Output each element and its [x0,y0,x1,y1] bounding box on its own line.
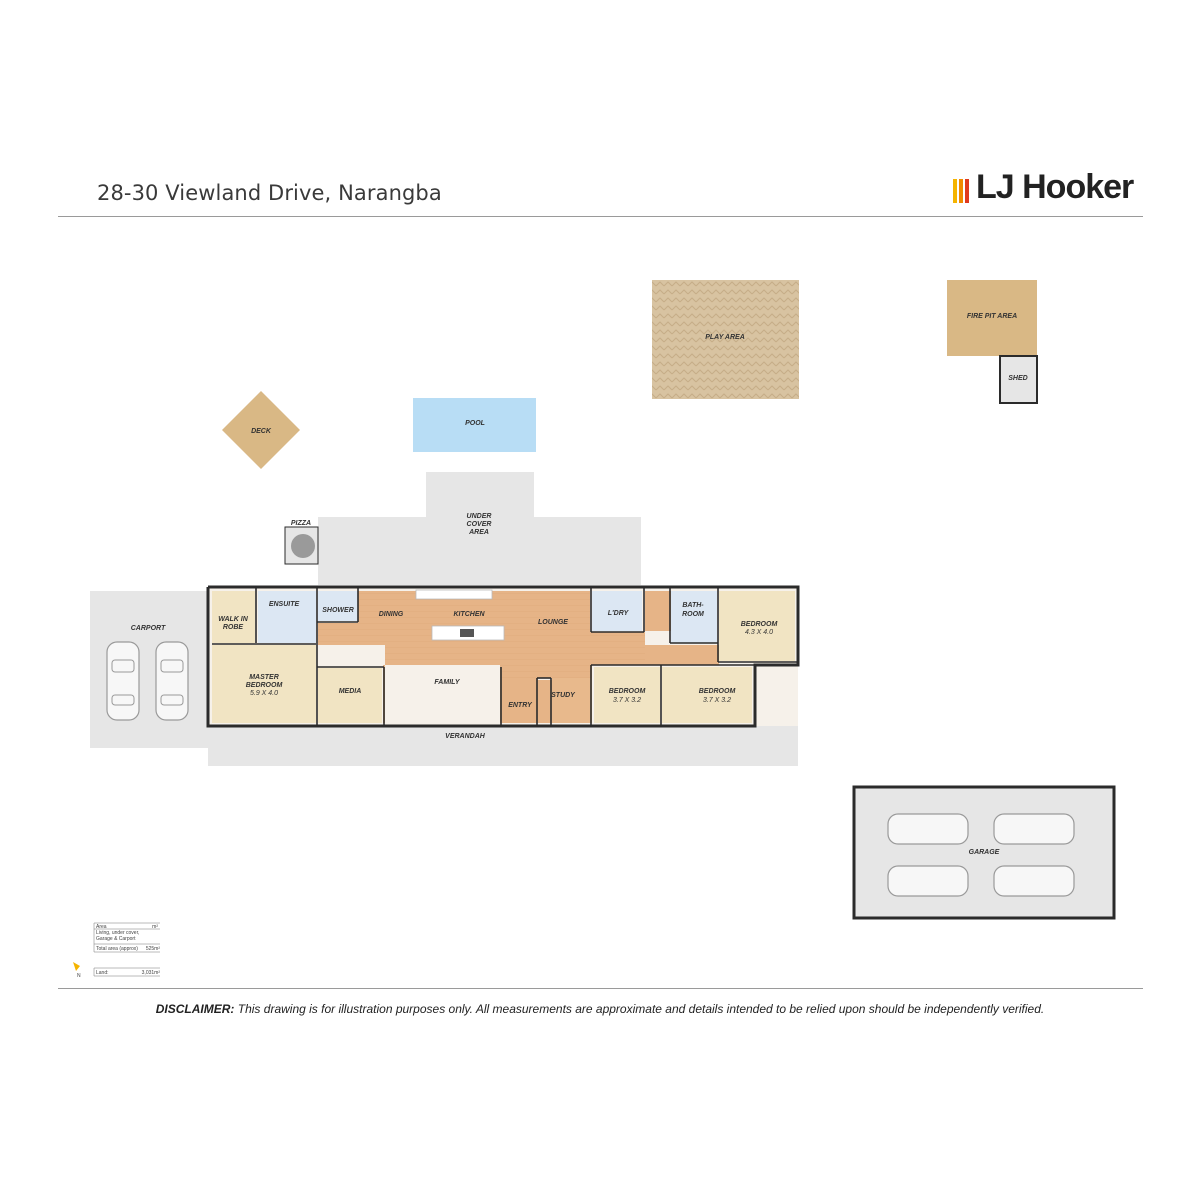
bedroom-4-size: 4.3 X 4.0 [745,629,773,636]
area-total-value: 525m² [146,946,161,952]
carport-label: CARPORT [131,625,166,632]
land-label: Land: [96,970,109,976]
verandah-label: VERANDAH [445,733,486,740]
master-bedroom-size: 5.9 X 4.0 [250,690,278,697]
hallway [645,591,671,631]
car-icon [106,641,140,721]
area-header-label: Area [96,924,107,930]
bathroom-label-2: ROOM [682,611,704,618]
deck [222,391,300,469]
car-icon [887,813,969,845]
disclaimer-label: DISCLAIMER: [155,1002,235,1016]
header-divider [58,216,1143,217]
master-bedroom-label-1: MASTER [249,674,279,681]
family-label: FAMILY [434,679,460,686]
disclaimer-text: This drawing is for illustration purpose… [237,1002,1045,1016]
lounge-label: LOUNGE [538,619,568,626]
shower [318,591,358,621]
bedroom-3 [662,667,752,723]
fire-pit-label: FIRE PIT AREA [967,313,1017,320]
entry [502,680,536,723]
bedroom-4-label: BEDROOM [741,621,778,628]
shed-label: SHED [1008,375,1027,382]
under-cover-label-3: AREA [468,529,489,536]
play-area [652,280,799,399]
bathroom [671,591,717,643]
media-label: MEDIA [339,688,362,695]
shower-label: SHOWER [322,607,354,614]
compass-north-icon: N [73,962,81,979]
bedroom-2-label: BEDROOM [609,688,646,695]
car-icon [155,641,189,721]
play-area-label: PLAY AREA [705,334,745,341]
area-row1-line2: Garage & Carport [96,936,136,942]
bedroom-3-label: BEDROOM [699,688,736,695]
under-cover-area [318,472,641,585]
media-room [318,668,382,723]
area-row1-line1: Living, under cover, [96,930,139,936]
entry-hall [538,680,552,723]
pool-label: POOL [465,420,485,427]
land-value: 3,031m² [142,970,161,976]
cooktop-icon [460,629,474,637]
fire-pit-area [947,280,1037,356]
under-cover-label-1: UNDER [467,513,492,520]
verandah [208,726,798,766]
hall-corridor [645,645,719,665]
bedroom-2-size: 3.7 X 3.2 [613,697,641,704]
bathroom-label-1: BATH- [682,602,704,609]
area-header-unit: m² [152,924,158,930]
brand-name: LJ Hooker [976,168,1134,206]
car-icon [993,813,1075,845]
walk-in-robe-label-2: ROBE [223,624,244,631]
pool [413,398,536,452]
bedroom-4 [719,591,795,661]
car-icon [993,865,1075,897]
study [552,678,592,723]
area-table: Area m² Living, under cover, Garage & Ca… [93,922,161,977]
kitchen-bench [415,589,493,600]
under-cover-label-2: COVER [467,521,492,528]
disclaimer: DISCLAIMER: This drawing is for illustra… [0,1002,1200,1016]
walk-in-robe [212,591,255,643]
ensuite [258,591,316,643]
entry-label: ENTRY [508,702,533,709]
pizza-label: PIZZA [291,520,311,527]
svg-text:N: N [77,973,81,979]
master-bedroom-label-2: BEDROOM [246,682,283,689]
footer-divider [58,988,1143,989]
deck-label: DECK [251,428,272,435]
area-total-label: Total area (approx) [96,946,138,952]
interior-walls [212,587,798,726]
laundry [592,591,642,631]
garage-label: GARAGE [969,849,1000,856]
shed [999,355,1038,404]
master-bedroom [212,645,316,723]
bedroom-2 [594,667,660,723]
ensuite-label: ENSUITE [269,601,300,608]
study-label: STUDY [551,692,576,699]
logo-mark-icon [953,179,969,203]
dining-label: DINING [379,611,404,618]
walk-in-robe-label-1: WALK IN [218,616,248,623]
property-address-title: 28-30 Viewland Drive, Narangba [97,181,442,205]
bedroom-3-size: 3.7 X 3.2 [703,697,731,704]
kitchen-label: KITCHEN [453,611,485,618]
car-icon [887,865,969,897]
pizza-oven-icon [291,534,315,558]
laundry-label: L'DRY [608,610,630,617]
